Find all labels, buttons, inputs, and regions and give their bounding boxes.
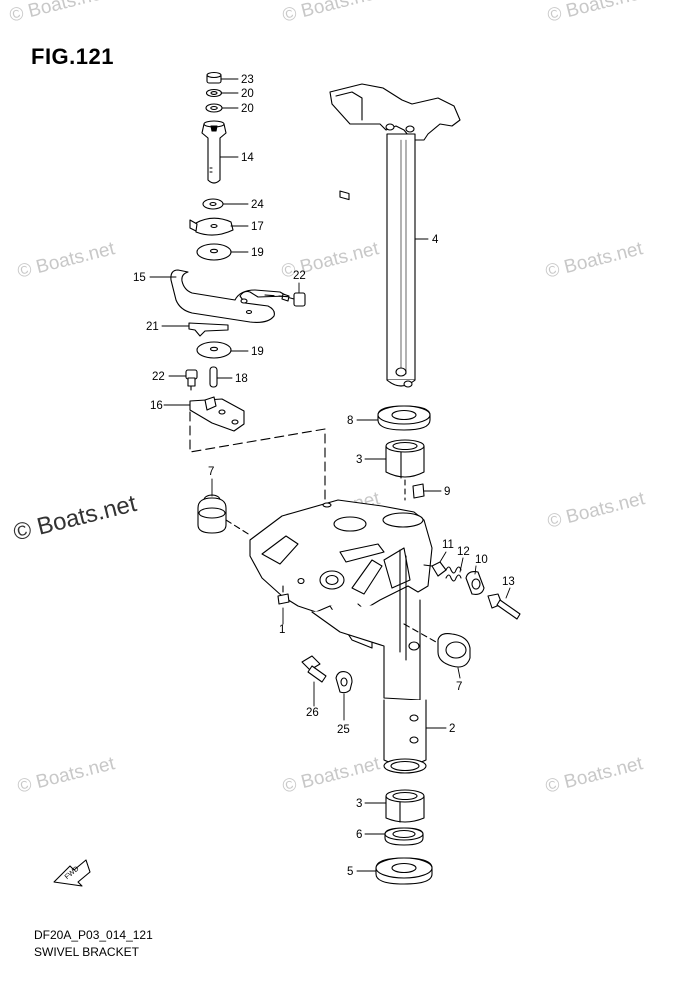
bushing-3-lower bbox=[385, 789, 425, 823]
steering-shaft-4 bbox=[329, 83, 461, 388]
fwd-arrow-icon: FWD bbox=[53, 859, 91, 887]
callout-9: 9 bbox=[444, 486, 450, 498]
lever-15 bbox=[170, 269, 288, 323]
callout-7: 7 bbox=[456, 681, 462, 693]
washer-20-lower bbox=[205, 103, 223, 113]
callout-4: 4 bbox=[432, 234, 439, 246]
key-9 bbox=[412, 483, 425, 499]
bolt-22-upper bbox=[281, 292, 306, 307]
thrust-washer-5 bbox=[375, 857, 433, 885]
spring-12 bbox=[445, 566, 462, 582]
bushing-7-left bbox=[197, 494, 251, 536]
callout-21: 21 bbox=[146, 321, 159, 333]
bushing-7-right bbox=[403, 623, 471, 668]
friction-plate-17 bbox=[189, 217, 234, 236]
callout-10: 10 bbox=[475, 554, 488, 566]
callout-26: 26 bbox=[306, 707, 319, 719]
callout-18: 18 bbox=[235, 373, 248, 385]
plate-24 bbox=[202, 198, 224, 210]
callout-1: 1 bbox=[279, 624, 285, 636]
plate-21 bbox=[188, 322, 229, 337]
callout-15: 15 bbox=[133, 272, 146, 284]
callout-13: 13 bbox=[502, 576, 515, 588]
callout-11: 11 bbox=[442, 539, 454, 551]
assembly-guide-lines bbox=[189, 294, 326, 511]
callout-12: 12 bbox=[457, 546, 470, 558]
washer-19-lower bbox=[196, 341, 232, 359]
nut-23 bbox=[206, 71, 222, 84]
callout-labels: 23 20 20 14 24 17 19 15 22 21 19 22 18 1… bbox=[133, 74, 515, 878]
friction-bolt-14 bbox=[201, 120, 227, 184]
collar-25 bbox=[335, 671, 353, 694]
bolt-22-lower bbox=[185, 369, 198, 391]
callout-2: 2 bbox=[449, 723, 455, 735]
callout-3: 3 bbox=[356, 798, 362, 810]
washer-6 bbox=[384, 827, 424, 846]
pin-18 bbox=[209, 366, 218, 388]
bracket-plate-16 bbox=[189, 396, 245, 432]
callout-8: 8 bbox=[347, 415, 353, 427]
model-code: DF20A_P03_014_121 bbox=[34, 928, 153, 942]
bolt-13 bbox=[487, 593, 521, 620]
callout-3: 3 bbox=[356, 454, 362, 466]
grease-nipple-1 bbox=[277, 585, 290, 605]
callout-19: 19 bbox=[251, 247, 264, 259]
washer-20-upper bbox=[205, 88, 223, 98]
nut-10 bbox=[465, 571, 485, 595]
callout-22: 22 bbox=[152, 371, 165, 383]
callout-20: 20 bbox=[241, 103, 254, 115]
bushing-3-upper bbox=[385, 439, 425, 479]
callout-23: 23 bbox=[241, 74, 254, 86]
callout-5: 5 bbox=[347, 866, 353, 878]
thrust-washer-8 bbox=[377, 405, 431, 431]
callout-7: 7 bbox=[208, 466, 214, 478]
callout-19: 19 bbox=[251, 346, 264, 358]
figure-caption: SWIVEL BRACKET bbox=[34, 945, 139, 959]
callout-25: 25 bbox=[337, 724, 350, 736]
swivel-bracket-2 bbox=[249, 499, 433, 774]
bolt-26 bbox=[301, 655, 327, 683]
washer-19-upper bbox=[196, 243, 232, 261]
leader-lines bbox=[149, 78, 511, 872]
callout-17: 17 bbox=[251, 221, 264, 233]
callout-14: 14 bbox=[241, 152, 254, 164]
callout-16: 16 bbox=[150, 400, 163, 412]
callout-6: 6 bbox=[356, 829, 362, 841]
figure-title: FIG.121 bbox=[31, 44, 114, 69]
callout-22: 22 bbox=[293, 270, 306, 282]
callout-20: 20 bbox=[241, 88, 254, 100]
callout-24: 24 bbox=[251, 199, 264, 211]
